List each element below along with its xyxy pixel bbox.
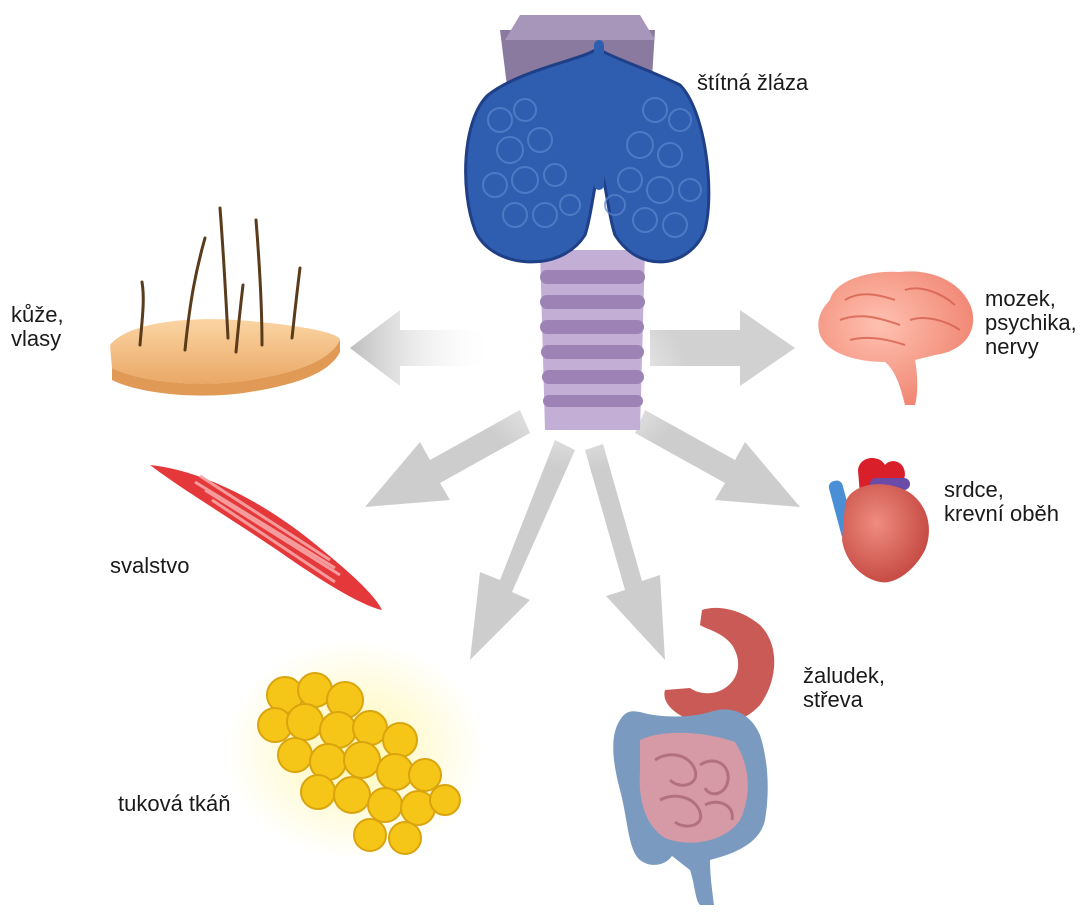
label-muscles: svalstvo [110, 554, 189, 578]
heart-illustration [827, 458, 928, 582]
label-fat-tissue: tuková tkáň [118, 792, 231, 816]
label-heart-circulation: srdce, krevní oběh [944, 478, 1059, 526]
skin-illustration [110, 208, 340, 396]
gut-illustration [613, 608, 774, 905]
brain-illustration [818, 271, 973, 405]
arrow-to-gut [585, 444, 665, 660]
label-brain-nerves: mozek, psychika, nervy [985, 287, 1077, 359]
fat-illustration [225, 640, 485, 860]
muscle-illustration [150, 465, 382, 610]
label-skin-hair: kůže, vlasy [11, 303, 64, 351]
label-stomach-intestines: žaludek, střeva [803, 664, 885, 712]
arrow-to-fat [470, 440, 575, 660]
label-thyroid: štítná žláza [697, 71, 808, 95]
